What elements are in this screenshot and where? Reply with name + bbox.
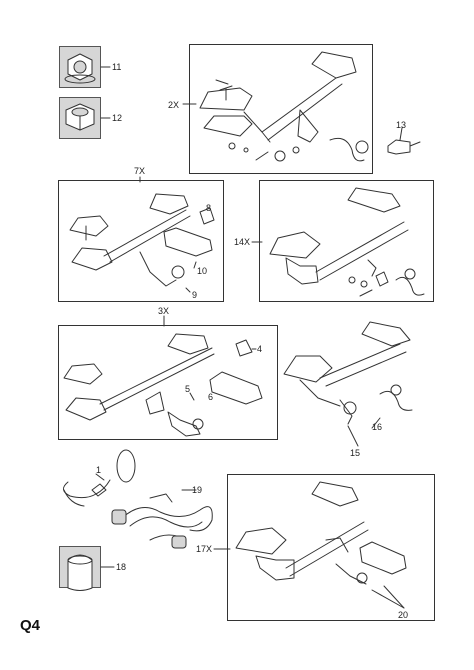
- callout-12: 12: [112, 113, 123, 123]
- adapter-connector-13: [387, 127, 421, 155]
- page-code: Q4: [20, 617, 41, 634]
- wiring-cable-1: [63, 449, 136, 507]
- towbar-kit-panel-14x: [259, 180, 434, 302]
- towbar-3x-drawing: [63, 333, 263, 437]
- callout-6: 6: [208, 392, 214, 402]
- callout-8: 8: [206, 203, 212, 213]
- towbar-assembly-15-16: [283, 321, 413, 425]
- callout-4: 4: [257, 344, 263, 354]
- callout-15: 15: [350, 448, 361, 458]
- flange-nut-icon: [64, 53, 96, 84]
- towbar-2x-drawing: [199, 51, 369, 162]
- callout-1: 1: [96, 465, 102, 475]
- callout-11: 11: [112, 62, 122, 72]
- callout-5: 5: [185, 384, 191, 394]
- ball-cover-icon: [67, 554, 93, 591]
- callout-19: 19: [192, 485, 203, 495]
- callout-13: 13: [396, 120, 407, 130]
- callout-16: 16: [372, 422, 383, 432]
- towbar-kit-panel-7x: [58, 180, 224, 302]
- callout-10: 10: [197, 266, 208, 276]
- callout-9: 9: [192, 290, 198, 300]
- hex-nut-icon: [65, 103, 95, 131]
- callout-2x: 2X: [168, 100, 180, 110]
- callout-17x: 17X: [196, 544, 213, 554]
- callout-7x: 7X: [134, 166, 146, 176]
- towbar-7x-drawing: [69, 193, 215, 287]
- callout-14x: 14X: [234, 237, 251, 247]
- towbar-kit-panel-17x: [227, 474, 435, 621]
- towbar-kit-panel-2x: [189, 44, 373, 174]
- callout-3x: 3X: [158, 306, 170, 316]
- callout-18: 18: [116, 562, 127, 572]
- towbar-17x-drawing: [235, 481, 407, 585]
- towbar-14x-drawing: [269, 187, 425, 297]
- towbar-kit-panel-3x: [58, 325, 278, 440]
- wiring-loom-19: [111, 493, 213, 549]
- callout-20: 20: [398, 610, 409, 620]
